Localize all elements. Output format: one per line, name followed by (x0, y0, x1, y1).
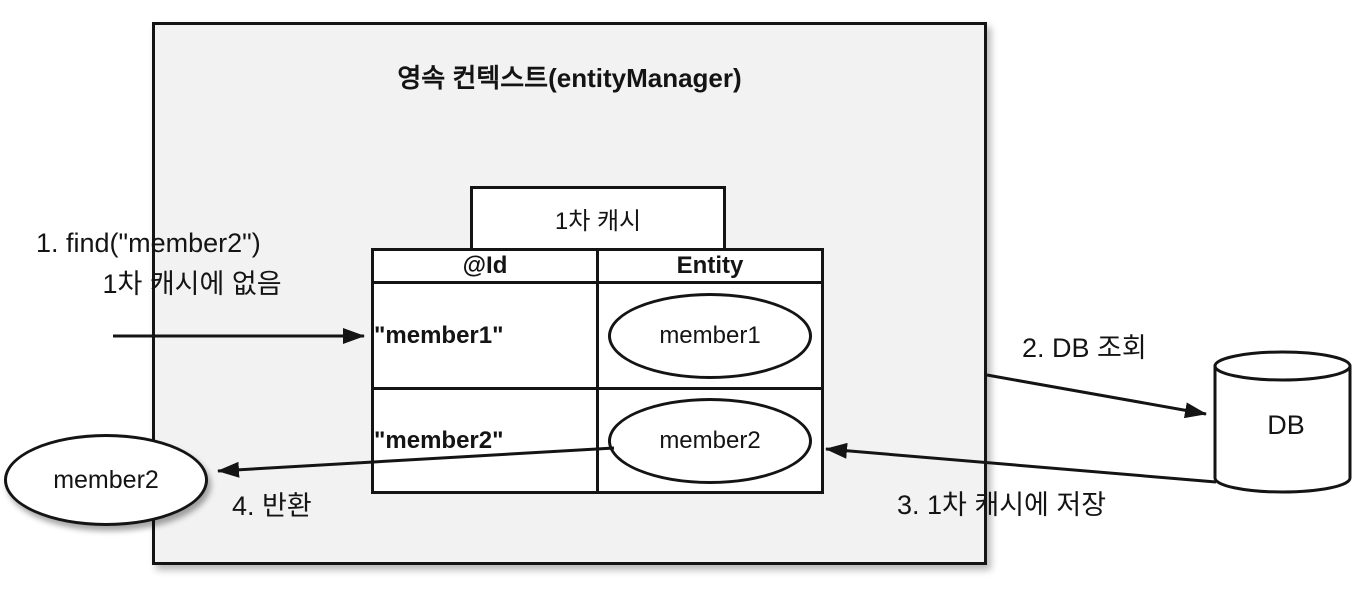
step1-line1: 1. find("member2") (36, 228, 261, 258)
step1-line2: 1차 캐시에 없음 (102, 269, 282, 299)
entity-oval-member2: member2 (608, 397, 812, 484)
db-cylinder (1213, 350, 1352, 494)
first-level-cache-label: 1차 캐시 (554, 208, 642, 235)
entity-oval-member1: member1 (608, 292, 812, 379)
id-column-header: @Id (371, 248, 599, 284)
entity-cell-member1: member1 (596, 281, 824, 390)
step4-label: 4. 반환 (232, 491, 312, 521)
db-query-arrow (986, 373, 1207, 419)
step2-label: 2. DB 조회 (1022, 333, 1147, 363)
cache-table: @Id Entity "member1" member1 "member2" m… (371, 248, 824, 494)
db-label: DB (1267, 410, 1305, 440)
returned-entity-label: member2 (53, 465, 159, 494)
entity-oval-member1-label: member1 (659, 321, 761, 349)
step3-label: 3. 1차 캐시에 저장 (897, 490, 1107, 520)
db-cylinder-body (1213, 366, 1352, 494)
table-header-row: @Id Entity (371, 248, 824, 284)
table-row: "member1" member1 (371, 281, 824, 390)
id-cell-member1: "member1" (371, 281, 599, 390)
returned-entity-oval: member2 (4, 434, 208, 526)
entity-column-header: Entity (596, 248, 824, 284)
db-cylinder-top (1213, 350, 1352, 382)
step1-label: 1. find("member2") 1차 캐시에 없음 (36, 228, 348, 301)
table-row: "member2" member2 (371, 387, 824, 494)
entity-oval-member2-label: member2 (659, 426, 761, 454)
entity-cell-member2: member2 (596, 387, 824, 494)
id-cell-member2: "member2" (371, 387, 599, 494)
persistence-context-title: 영속 컨텍스트(entityManager) (397, 63, 742, 93)
first-level-cache-label-box: 1차 캐시 (470, 186, 726, 251)
